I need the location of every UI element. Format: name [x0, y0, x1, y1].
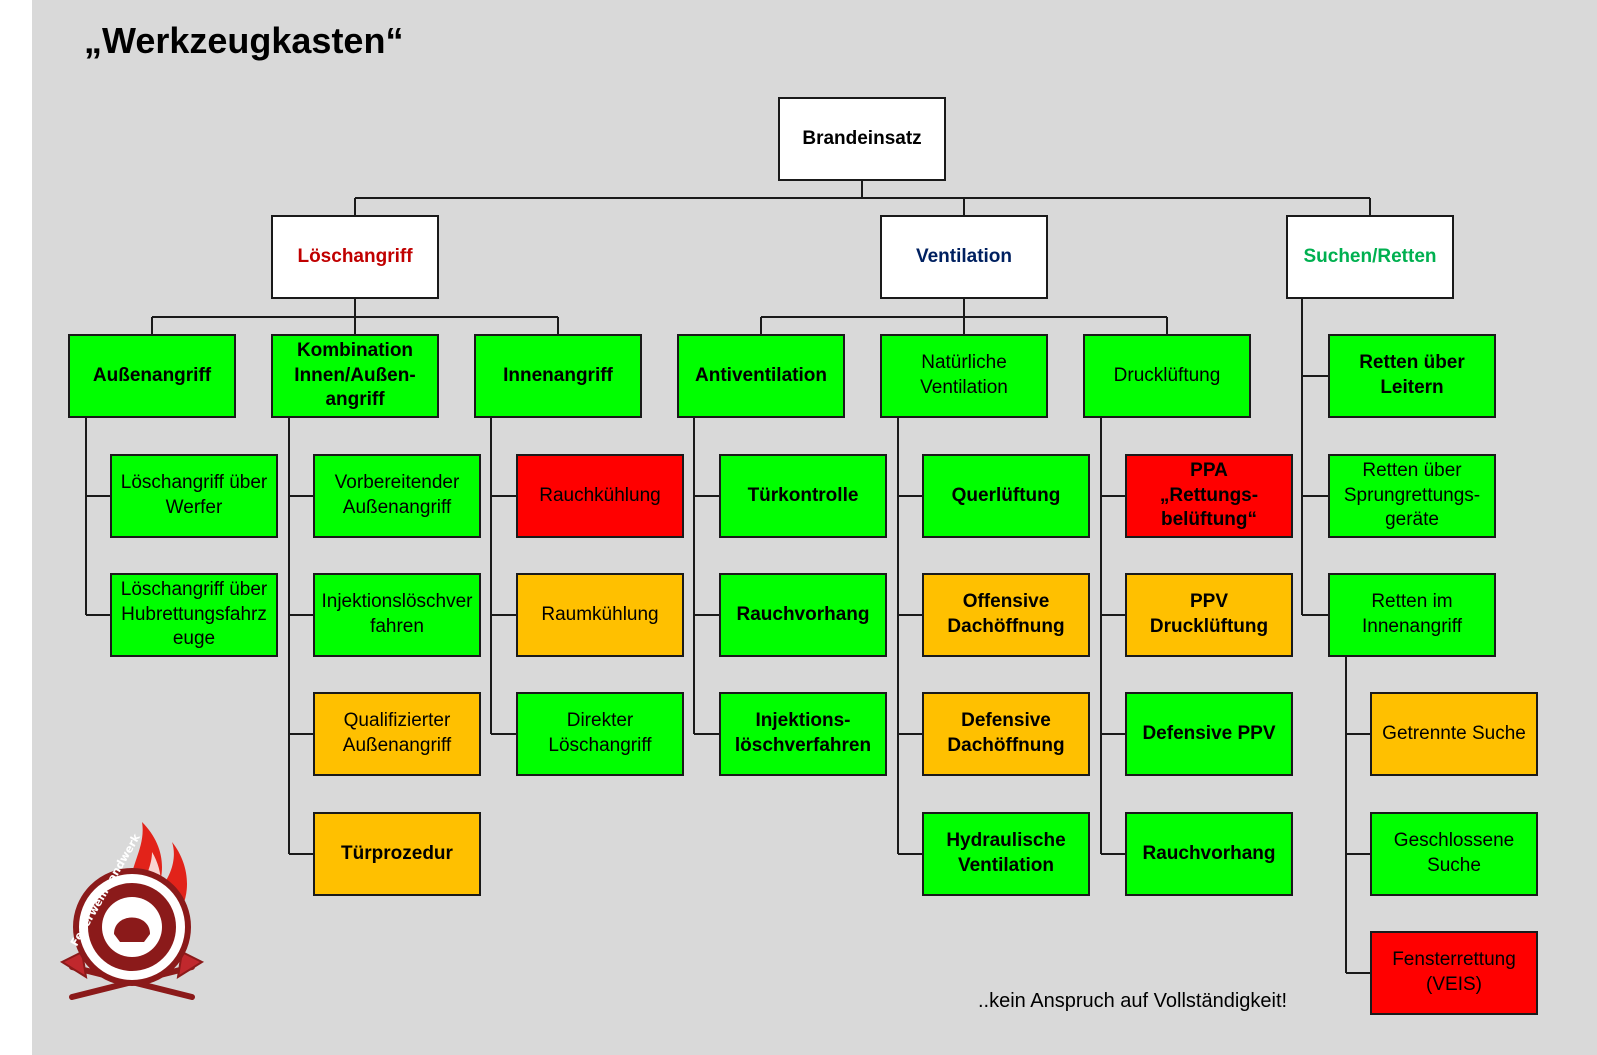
node-label: Fensterrettung (VEIS): [1392, 949, 1516, 995]
node-label: Hydraulische Ventilation: [946, 830, 1066, 876]
tactic-node: PPA „Rettungs- belüftung“: [1125, 454, 1293, 538]
node-label: Türprozedur: [341, 842, 453, 864]
node-label: Kombination Innen/Außen- angriff: [294, 339, 416, 411]
tactic-node: Querlüftung: [922, 454, 1090, 538]
node-label: Getrennte Suche: [1382, 722, 1526, 744]
tactic-node: Getrennte Suche: [1370, 692, 1538, 776]
node-label: Injektions- löschverfahren: [734, 710, 872, 756]
tactic-node: Vorbereitender Außenangriff: [313, 454, 481, 538]
tactic-node: Injektions- löschverfahren: [719, 692, 887, 776]
category-ventilation: Ventilation: [880, 215, 1048, 299]
footnote: ..kein Anspruch auf Vollständigkeit!: [978, 990, 1288, 1012]
tactic-node: Defensive Dachöffnung: [922, 692, 1090, 776]
node-label: Direkter Löschangriff: [548, 710, 652, 756]
category-suchen-retten: Suchen/Retten: [1286, 215, 1454, 299]
node-label: Türkontrolle: [747, 484, 859, 506]
node-label: Rauchkühlung: [539, 484, 661, 506]
node-label: Löschangriff über Werfer: [120, 472, 268, 518]
node-label: Rauchvorhang: [1142, 842, 1276, 864]
method-node: Retten über Sprungrettungs- geräte: [1328, 454, 1496, 538]
tactic-node: Löschangriff über Werfer: [110, 454, 278, 538]
tactic-node: Defensive PPV: [1125, 692, 1293, 776]
node-label: Injektionslöschver fahren: [321, 591, 473, 637]
node-label: Drucklüftung: [1113, 364, 1221, 386]
node-label: Querlüftung: [951, 484, 1061, 506]
tactic-node: Rauchvorhang: [719, 573, 887, 657]
node-label: PPA „Rettungs- belüftung“: [1159, 459, 1259, 531]
method-node: Retten im Innenangriff: [1328, 573, 1496, 657]
tactic-node: Rauchkühlung: [516, 454, 684, 538]
node-label: Geschlossene Suche: [1393, 830, 1515, 876]
tactic-node: Qualifizierter Außenangriff: [313, 692, 481, 776]
feuerwehrhandwerk-logo-icon: Feuerwehrhandwerk: [59, 822, 205, 1000]
node-label: Vorbereitender Außenangriff: [334, 472, 460, 518]
node-label: Ventilation: [915, 245, 1013, 267]
tactic-node: Geschlossene Suche: [1370, 812, 1538, 896]
node-label: Außenangriff: [92, 364, 212, 386]
node-label: Rauchvorhang: [736, 603, 870, 625]
node-label: Antiventilation: [695, 364, 827, 386]
node-label: Raumkühlung: [541, 603, 659, 625]
node-label: Suchen/Retten: [1303, 245, 1437, 267]
node-label: Retten im Innenangriff: [1361, 591, 1462, 637]
tactic-node: Türprozedur: [313, 812, 481, 896]
node-label: Qualifizierter Außenangriff: [342, 710, 452, 756]
method-node: Kombination Innen/Außen- angriff: [271, 334, 439, 418]
tactic-node: Offensive Dachöffnung: [922, 573, 1090, 657]
node-label: Defensive Dachöffnung: [947, 710, 1065, 756]
tactic-node: PPV Drucklüftung: [1125, 573, 1293, 657]
method-node: Innenangriff: [474, 334, 642, 418]
tactic-node: Rauchvorhang: [1125, 812, 1293, 896]
category-loeschangriff: Löschangriff: [271, 215, 439, 299]
node-label: Offensive Dachöffnung: [947, 591, 1065, 637]
tactic-node: Direkter Löschangriff: [516, 692, 684, 776]
method-node: Drucklüftung: [1083, 334, 1251, 418]
page-title: „Werkzeugkasten“: [84, 20, 404, 61]
node-label: Brandeinsatz: [802, 127, 922, 149]
tactic-node: Türkontrolle: [719, 454, 887, 538]
node-label: Innenangriff: [503, 364, 613, 386]
method-node: Natürliche Ventilation: [880, 334, 1048, 418]
node-label: Natürliche Ventilation: [920, 352, 1008, 398]
node-label: Löschangriff: [297, 245, 413, 267]
tactic-node: Injektionslöschver fahren: [313, 573, 481, 657]
root-node-brandeinsatz: Brandeinsatz: [778, 97, 946, 181]
node-label: Defensive PPV: [1142, 722, 1276, 744]
method-node: Antiventilation: [677, 334, 845, 418]
node-label: Retten über Leitern: [1359, 352, 1465, 398]
node-label: Retten über Sprungrettungs- geräte: [1343, 459, 1481, 531]
tactic-node: Hydraulische Ventilation: [922, 812, 1090, 896]
node-label: PPV Drucklüftung: [1149, 591, 1269, 637]
method-node: Retten über Leitern: [1328, 334, 1496, 418]
tactic-node: Fensterrettung (VEIS): [1370, 931, 1538, 1015]
node-label: Löschangriff über Hubrettungsfahrz euge: [120, 578, 268, 650]
method-node: Außenangriff: [68, 334, 236, 418]
tactic-node: Raumkühlung: [516, 573, 684, 657]
tactic-node: Löschangriff über Hubrettungsfahrz euge: [110, 573, 278, 657]
